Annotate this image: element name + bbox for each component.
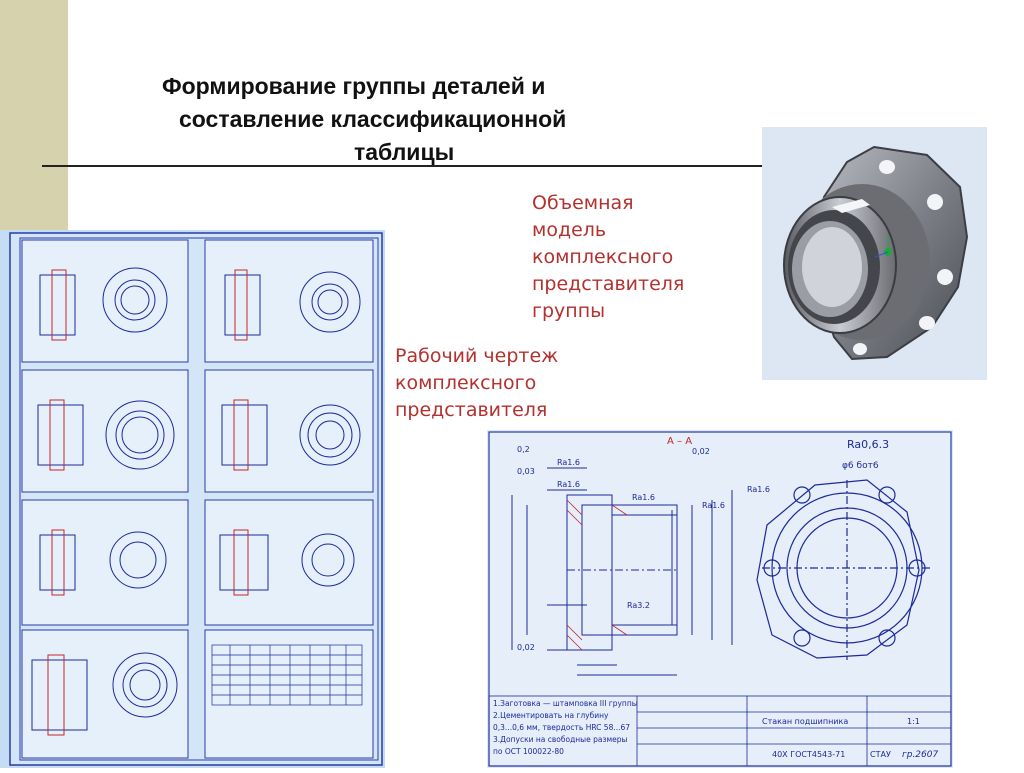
model-caption-line: группы [532,300,606,322]
model-caption-line: представителя [532,273,685,295]
holes-label: φ6 бот6 [842,461,879,471]
organization: СТАУ [870,750,891,759]
tolerance-label: 0,03 [517,467,535,476]
title-underline [42,165,764,167]
part-name: Стакан подшипника [762,717,848,726]
drawing-caption-line: комплексного [395,372,537,394]
slide-title: Формирование группы деталей и составлени… [150,70,670,169]
drawing-note: 0,3...0,6 мм, твердость HRC 58...67 [493,723,630,732]
drawing-note: 2.Цементировать на глубину [493,711,609,720]
model-caption-line: Объемная [532,192,634,214]
material-standard: 40Х ГОСТ4543-71 [772,750,845,759]
flange-3d-model-image [762,127,987,380]
drawing-caption-line: Рабочий чертеж [395,345,559,367]
tolerance-label: 0,02 [517,643,535,652]
model-caption-line: комплексного [532,246,674,268]
section-label: A – A [667,436,692,447]
drawing-note: 1.Заготовка — штамповка III группы [493,699,638,708]
tolerance-label: 0,02 [692,447,710,456]
ra-label: Ra1.6 [557,458,580,467]
drawing-note: 3.Допуски на свободные размеры [493,735,627,744]
ra-label: Ra1.6 [702,501,725,510]
group-number: гр.2607 [902,750,938,760]
slide-title-line-3: таблицы [354,139,455,165]
roughness-label: Ra0,6.3 [847,438,889,451]
drawing-caption-line: представителя [395,399,548,421]
model-caption-line: модель [532,219,607,241]
slide-title-line-2: составление классификационной [179,106,567,132]
slide-title-line-1: Формирование группы деталей и [162,73,546,99]
ra-label: Ra1.6 [632,493,655,502]
drawing-caption: Рабочий чертеж комплексного представител… [395,343,558,424]
model-caption: Объемная модель комплексного представите… [532,190,684,325]
tolerance-label: 0,2 [517,445,530,454]
scale-label: 1:1 [907,717,920,726]
ra-label: Ra3.2 [627,601,650,610]
ra-label: Ra1.6 [557,480,580,489]
drawing-note: по ОСТ 100022-80 [493,747,564,756]
working-drawing-sheet: A – A Ra0,6.3 φ6 бот6 Ra1.6 Ra1.6 Ra1.6 … [487,430,953,768]
ra-label: Ra1.6 [747,485,770,494]
group-drawings-sheet [0,230,385,768]
decorative-side-band [0,0,68,232]
